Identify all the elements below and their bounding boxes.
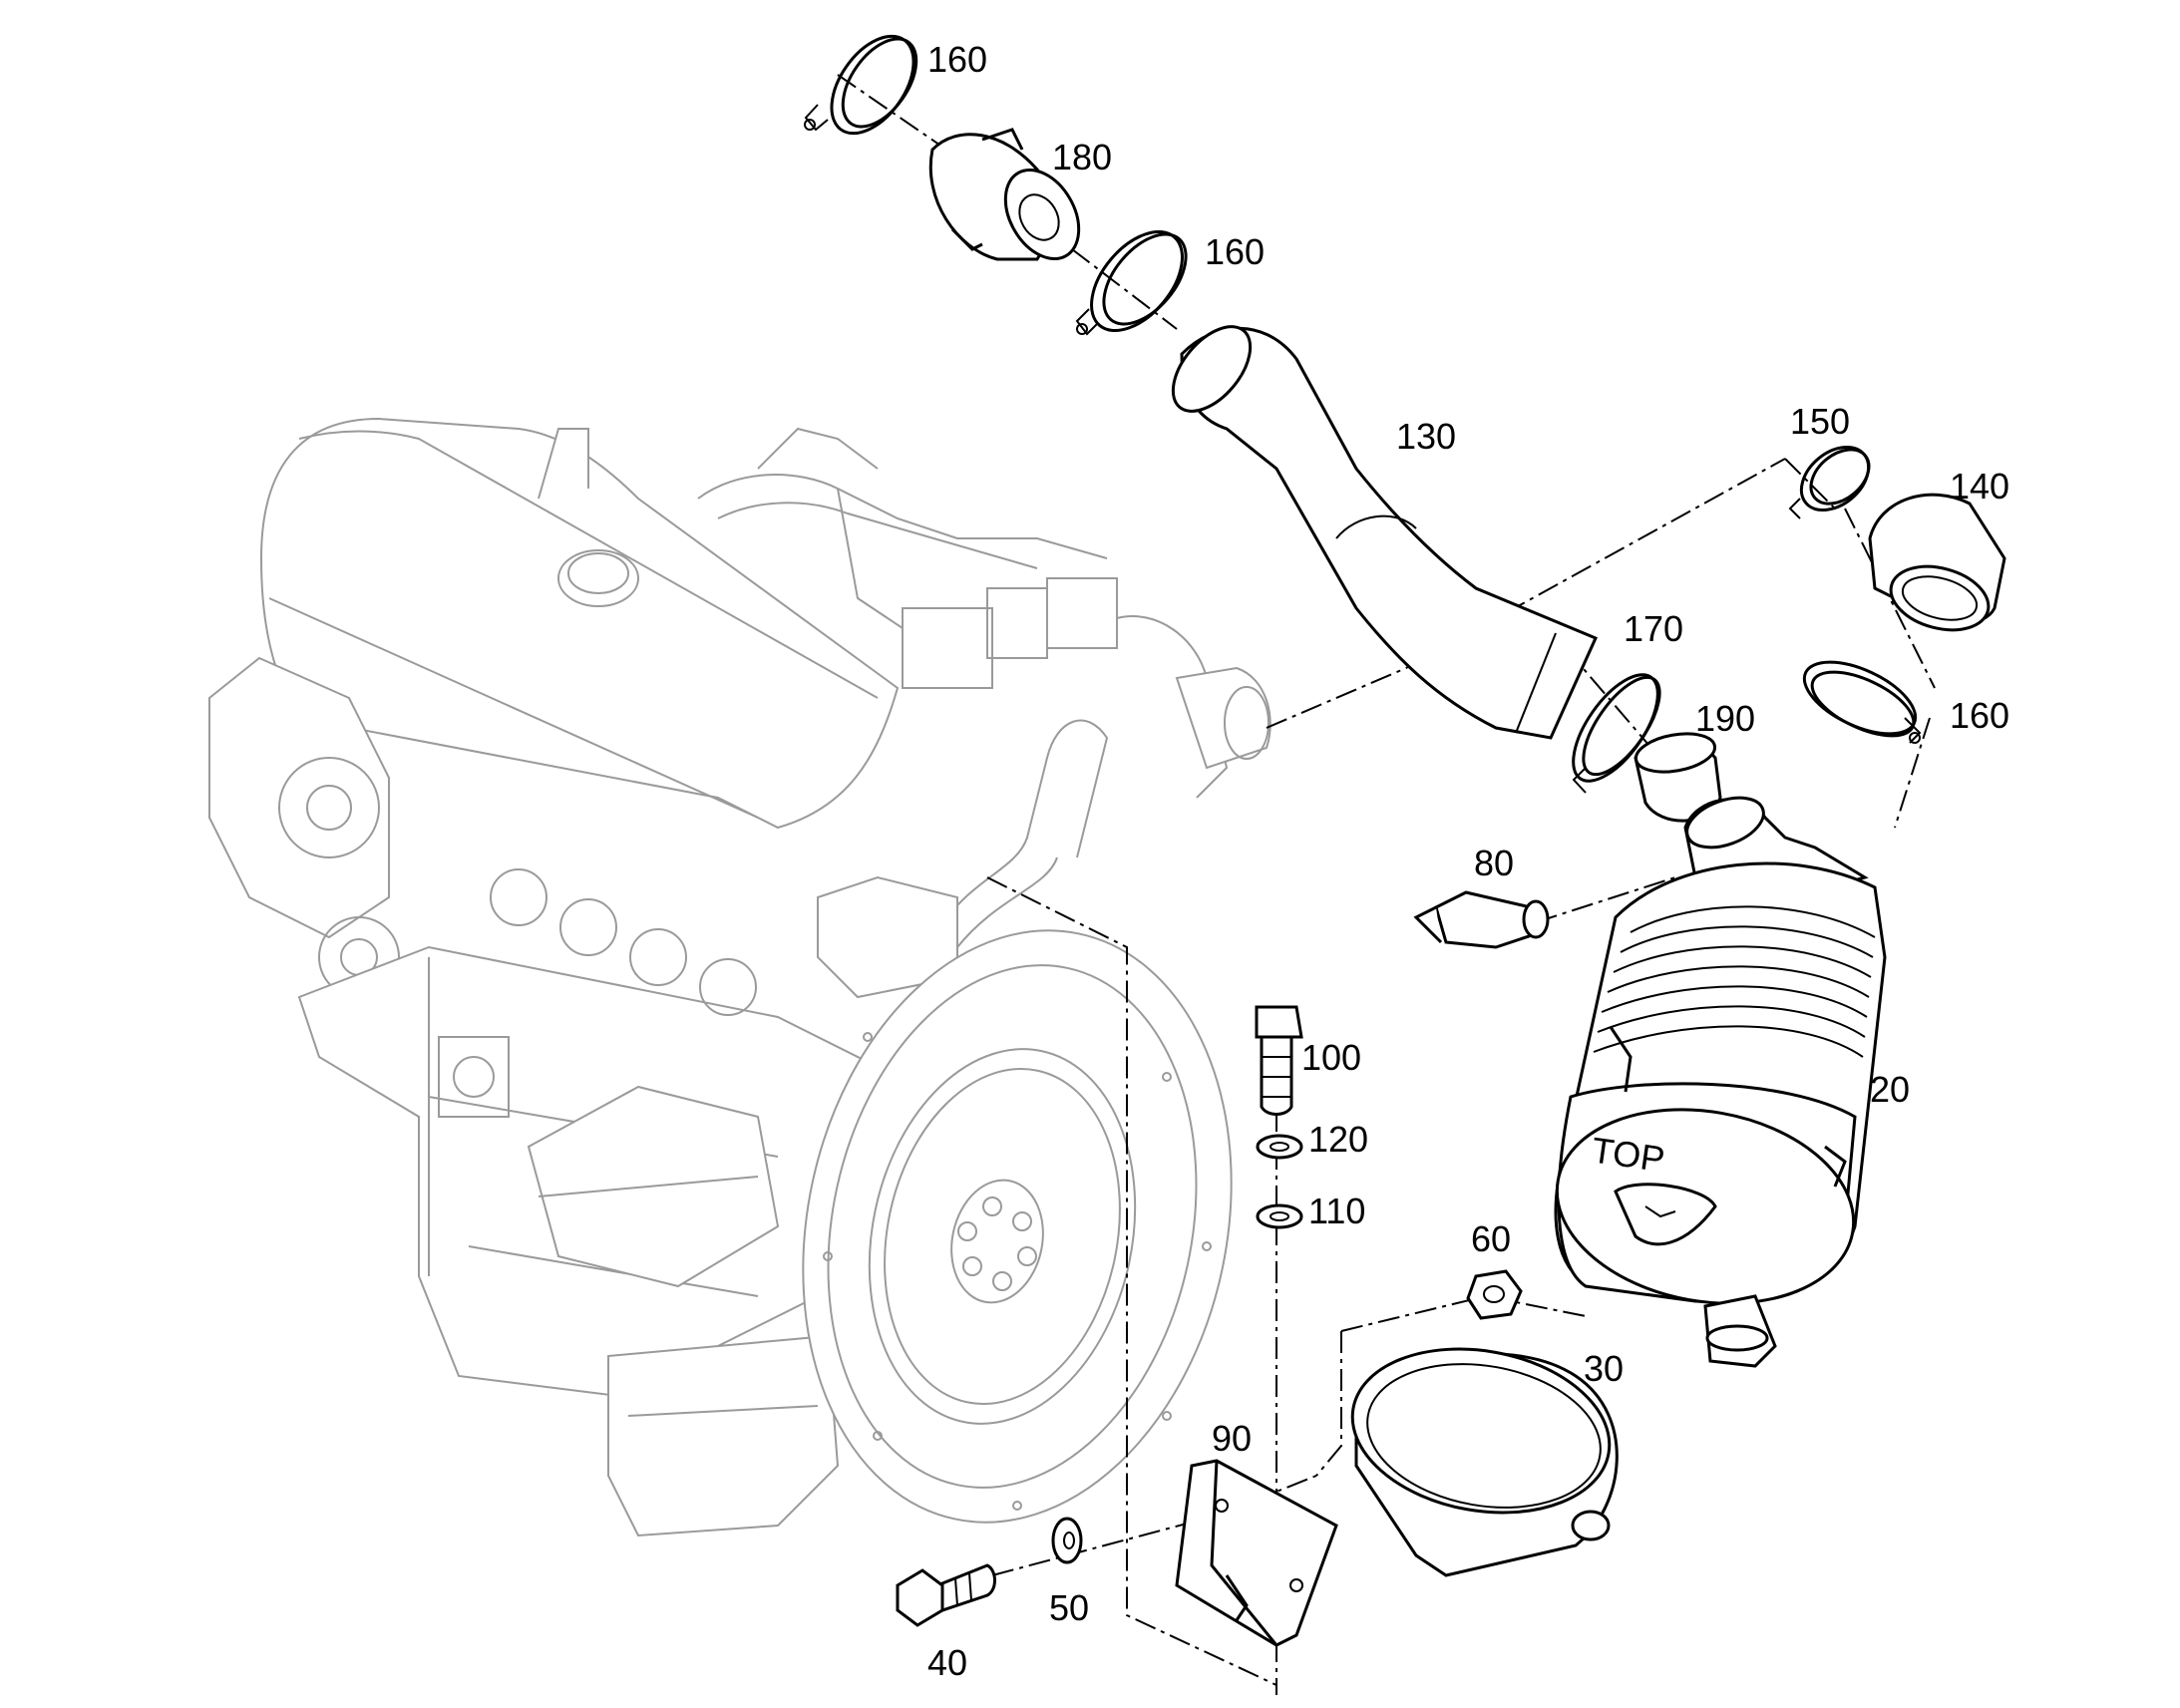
washer-120 [1256,1134,1303,1160]
callout-labels: 160 180 160 130 150 140 170 190 160 80 1… [927,39,2009,1683]
nut-60 [1466,1269,1523,1320]
sleeve-180 [928,128,1081,261]
callout-20: 20 [1870,1069,1910,1110]
strap-30 [1350,1347,1619,1577]
hose-130 [1171,325,1599,740]
callout-40: 40 [927,1642,967,1683]
air-filter-20: TOP [1554,796,1887,1368]
callout-150: 150 [1790,401,1850,442]
callout-100: 100 [1301,1037,1361,1078]
callout-50: 50 [1049,1587,1089,1628]
clamp-160-middle [1075,229,1188,336]
washer-50 [1051,1517,1083,1564]
bolt-100 [1255,1005,1303,1116]
callout-160-middle: 160 [1205,231,1265,272]
callout-140: 140 [1950,466,2009,507]
callout-160-top: 160 [927,39,987,80]
sleeve-190 [1634,732,1722,823]
bracket-90 [1175,1459,1338,1647]
clamp-170 [1572,673,1661,794]
clamp-160-top [804,34,918,136]
elbow-140 [1868,493,2006,632]
clamp-150 [1788,445,1871,519]
callout-30: 30 [1584,1348,1624,1389]
clamp-160-right [1802,660,1922,744]
callout-190: 190 [1695,698,1755,739]
callout-170: 170 [1624,608,1683,649]
callout-180: 180 [1052,137,1112,177]
sensor-80 [1413,890,1550,949]
washer-110 [1256,1203,1303,1229]
bolt-40 [896,1563,996,1627]
callout-120: 120 [1308,1119,1368,1160]
callout-130: 130 [1396,416,1456,457]
callout-80: 80 [1474,843,1514,883]
callout-110: 110 [1308,1191,1365,1231]
callout-90: 90 [1212,1418,1252,1459]
engine-illustration [208,417,1272,1537]
callout-60: 60 [1471,1218,1511,1259]
callout-160-right: 160 [1950,695,2009,736]
housing-embossing: TOP [1590,1129,1667,1180]
